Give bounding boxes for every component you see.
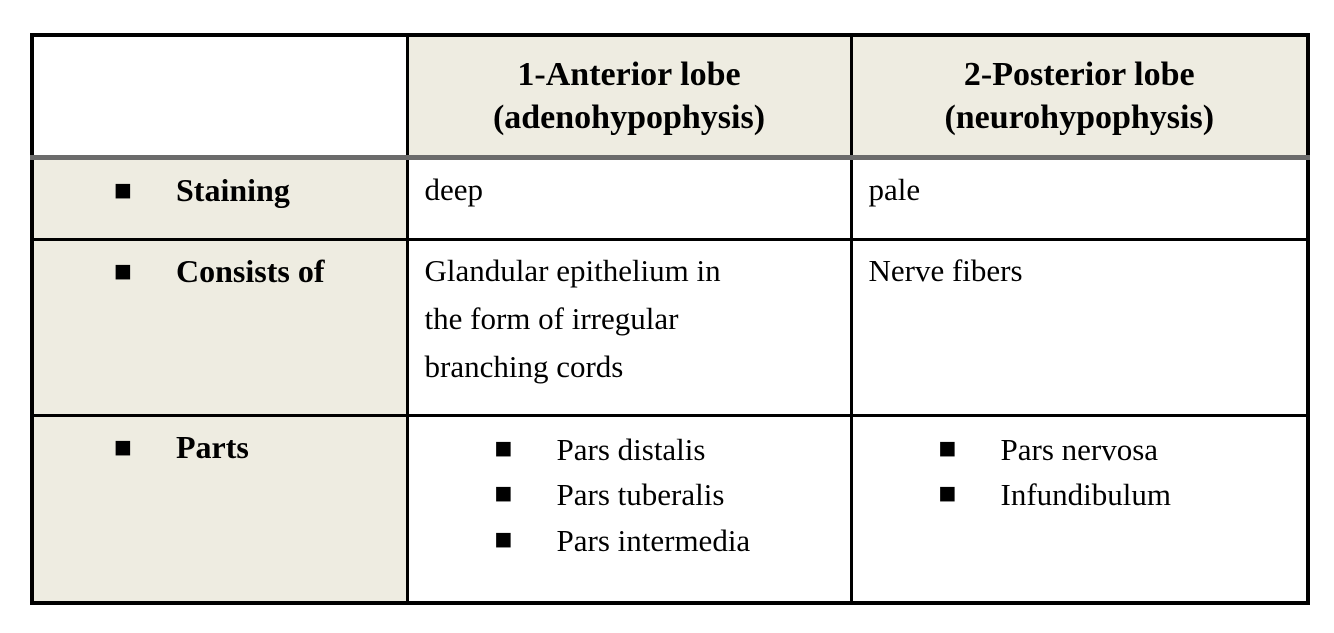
list-item-text: Pars tuberalis	[556, 477, 725, 513]
row-label-staining-text: Staining	[176, 171, 290, 208]
row-label-staining: ■ Staining	[30, 155, 409, 241]
cell-parts-posterior: ■ Pars nervosa ■ Infundibulum	[849, 413, 1310, 605]
list-item: ■ Pars intermedia	[425, 518, 836, 564]
row-consists-of: ■ Consists of Glandular epithelium in th…	[30, 237, 1310, 417]
row-parts: ■ Parts ■ Pars distalis ■ Pars tuberalis	[30, 413, 1310, 605]
corner-cell	[30, 33, 409, 160]
square-bullet-icon: ■	[938, 482, 957, 505]
cell-staining-posterior: pale	[849, 155, 1310, 241]
posterior-parts-list: ■ Pars nervosa ■ Infundibulum	[869, 427, 1293, 519]
square-bullet-icon: ■	[114, 259, 132, 282]
list-item: ■ Pars distalis	[425, 427, 836, 473]
cell-staining-anterior: deep	[405, 155, 853, 241]
col-header-posterior-lobe: 2-Posterior lobe (neurohypophysis)	[849, 33, 1310, 160]
list-item-text: Pars nervosa	[1000, 431, 1159, 467]
row-staining: ■ Staining deep pale	[30, 155, 1310, 241]
col-header-anterior-subtitle: (adenohypophysis)	[492, 98, 766, 136]
anterior-parts-list: ■ Pars distalis ■ Pars tuberalis ■ Pars …	[425, 427, 836, 565]
header-row: 1-Anterior lobe (adenohypophysis) 2-Post…	[30, 33, 1310, 160]
list-item: ■ Infundibulum	[869, 472, 1293, 518]
square-bullet-icon: ■	[494, 528, 513, 551]
list-item: ■ Pars tuberalis	[425, 472, 836, 518]
square-bullet-icon: ■	[114, 178, 132, 201]
square-bullet-icon: ■	[494, 436, 513, 459]
list-item: ■ Pars nervosa	[869, 427, 1293, 473]
pituitary-comparison-table: 1-Anterior lobe (adenohypophysis) 2-Post…	[30, 33, 1310, 605]
row-label-parts-text: Parts	[176, 428, 249, 465]
list-item-text: Pars intermedia	[556, 523, 751, 559]
row-label-consists-of: ■ Consists of	[30, 237, 409, 417]
col-header-posterior-title: 2-Posterior lobe	[963, 55, 1195, 93]
list-item-text: Pars distalis	[556, 431, 706, 467]
cell-parts-anterior: ■ Pars distalis ■ Pars tuberalis ■ Pars …	[405, 413, 853, 605]
list-item-text: Infundibulum	[1000, 477, 1172, 513]
cell-consists-anterior: Glandular epithelium in the form of irre…	[405, 237, 853, 417]
row-label-consists-of-text: Consists of	[176, 252, 325, 289]
square-bullet-icon: ■	[494, 482, 513, 505]
row-label-parts: ■ Parts	[30, 413, 409, 605]
cell-consists-posterior: Nerve fibers	[849, 237, 1310, 417]
col-header-anterior-lobe: 1-Anterior lobe (adenohypophysis)	[405, 33, 853, 160]
col-header-anterior-title: 1-Anterior lobe	[517, 55, 741, 93]
square-bullet-icon: ■	[114, 435, 132, 458]
square-bullet-icon: ■	[938, 436, 957, 459]
cell-consists-anterior-text: Glandular epithelium in the form of irre…	[424, 252, 721, 384]
col-header-posterior-subtitle: (neurohypophysis)	[944, 98, 1215, 136]
